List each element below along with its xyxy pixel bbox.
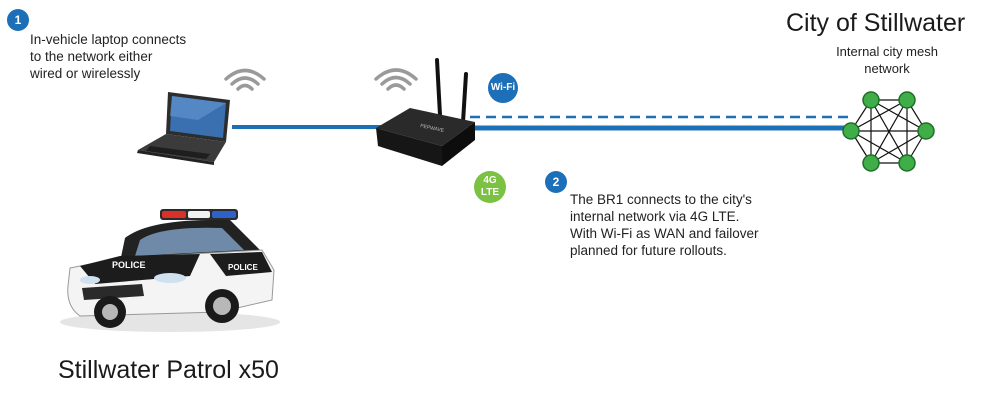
mesh-network-icon bbox=[842, 91, 935, 172]
wireless-signal-icon bbox=[224, 68, 266, 91]
step-1-line: to the network either bbox=[30, 49, 153, 64]
step-2-line: internal network via 4G LTE. bbox=[570, 209, 740, 224]
step-1-line: In-vehicle laptop connects bbox=[30, 32, 187, 47]
police-car-icon: POLICE POLICE bbox=[60, 209, 280, 332]
step-2-description: The BR1 connects to the city's internal … bbox=[570, 191, 759, 259]
step-2-badge: 2 bbox=[545, 171, 567, 193]
laptop-icon bbox=[137, 92, 230, 165]
city-subtitle-line: network bbox=[864, 61, 910, 76]
city-title: City of Stillwater bbox=[786, 9, 966, 37]
door-police-text: POLICE bbox=[228, 263, 258, 272]
wireless-signal-icon bbox=[374, 68, 418, 91]
router-brand-text: PEPWAVE bbox=[420, 123, 446, 134]
lte-badge-line2: LTE bbox=[480, 187, 500, 198]
step-1-line: wired or wirelessly bbox=[30, 66, 141, 81]
router-icon: PEPWAVE bbox=[376, 58, 475, 166]
lte-badge-line1: 4G bbox=[483, 175, 497, 186]
lte-badge: 4G LTE bbox=[474, 171, 506, 203]
step-1-description: In-vehicle laptop connects to the networ… bbox=[30, 31, 186, 82]
hood-police-text: POLICE bbox=[112, 260, 146, 270]
wifi-badge: Wi-Fi bbox=[488, 73, 518, 103]
city-subtitle-line: Internal city mesh bbox=[836, 44, 938, 59]
fleet-label: Stillwater Patrol x50 bbox=[58, 356, 279, 384]
step-2-line: planned for future rollouts. bbox=[570, 243, 727, 258]
city-subtitle: Internal city mesh network bbox=[817, 43, 957, 77]
wifi-badge-label: Wi-Fi bbox=[490, 82, 516, 93]
step-2-line: With Wi-Fi as WAN and failover bbox=[570, 226, 759, 241]
step-1-badge: 1 bbox=[7, 9, 29, 31]
step-2-line: The BR1 connects to the city's bbox=[570, 192, 752, 207]
